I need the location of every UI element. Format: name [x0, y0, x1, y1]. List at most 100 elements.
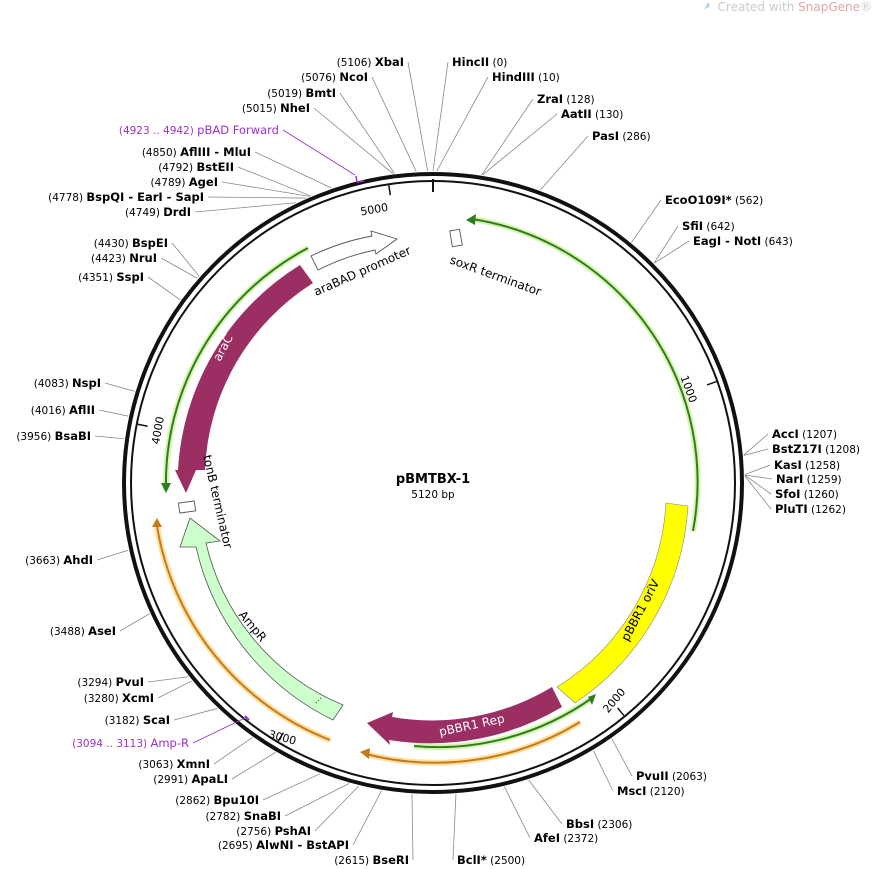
site-label-xmni[interactable]: (3063) XmnI — [138, 757, 210, 771]
primer-label-pbad-forward[interactable]: (4923 .. 4942) pBAD Forward — [119, 123, 279, 137]
site-label-afliii-mlui[interactable]: (4850) AflIII - MluI — [142, 145, 251, 159]
site-name: PvuI — [116, 675, 144, 689]
site-line-xcmi — [157, 680, 193, 699]
site-position: (2695) — [218, 840, 256, 852]
site-position: (128) — [563, 94, 595, 106]
site-label-nrui[interactable]: (4423) NruI — [91, 251, 157, 265]
site-label-aflii[interactable]: (4016) AflII — [31, 403, 95, 417]
site-label-asei[interactable]: (3488) AseI — [50, 624, 116, 638]
site-label-alwni-bstapi[interactable]: (2695) AlwNI - BstAPI — [218, 838, 349, 852]
site-label-pvuii[interactable]: PvuII (2063) — [636, 769, 707, 783]
site-position: (643) — [761, 236, 793, 248]
primer-amp-r-marker — [244, 715, 250, 721]
site-label-bmti[interactable]: (5019) BmtI — [267, 86, 336, 100]
site-label-bseri[interactable]: (2615) BseRI — [334, 853, 409, 867]
feature-ampr[interactable] — [179, 517, 344, 721]
site-label-nspi[interactable]: (4083) NspI — [34, 376, 101, 390]
site-position: (2063) — [669, 771, 707, 783]
site-name: XmnI — [177, 757, 210, 771]
site-position: (3182) — [105, 715, 143, 727]
site-name: HindIII — [492, 70, 535, 84]
site-name: AflIII - MluI — [180, 145, 251, 159]
site-label-sfoi[interactable]: SfoI (1260) — [775, 487, 839, 501]
site-label-xbai[interactable]: (5106) XbaI — [337, 55, 404, 69]
site-line-pvuii — [611, 738, 633, 777]
site-label-drdi[interactable]: (4749) DrdI — [125, 205, 191, 219]
feature-pbbr1-rep[interactable] — [367, 687, 562, 745]
site-label-pvui[interactable]: (3294) PvuI — [77, 675, 144, 689]
site-line-bsteii — [237, 166, 311, 197]
site-label-bspei[interactable]: (4430) BspEI — [94, 236, 168, 250]
site-label-scai[interactable]: (3182) ScaI — [105, 713, 170, 727]
site-label-zrai[interactable]: ZraI (128) — [537, 92, 595, 106]
site-label-ahdi[interactable]: (3663) AhdI — [25, 553, 93, 567]
site-position: (2782) — [205, 811, 243, 823]
feature-pbbr1-oriv[interactable] — [556, 502, 689, 704]
site-label-bbsi[interactable]: BbsI (2306) — [566, 817, 632, 831]
site-name: AflII — [69, 403, 95, 417]
site-line-aflii — [98, 409, 129, 417]
feature-soxr-terminator[interactable] — [449, 228, 463, 248]
site-label-xcmi[interactable]: (3280) XcmI — [84, 691, 154, 705]
site-name: BspQI - EarI - SapI — [86, 190, 204, 204]
site-line-snabi — [284, 783, 350, 817]
site-label-bpu10i[interactable]: (2862) Bpu10I — [175, 793, 259, 807]
site-name: BsaBI — [55, 429, 91, 443]
site-position: (2306) — [594, 819, 632, 831]
site-label-pasi[interactable]: PasI (286) — [592, 129, 651, 143]
label-soxr-terminator: soxR terminator — [448, 253, 543, 299]
site-line-bspqi-eari-sapi — [207, 196, 306, 199]
site-label-nhei[interactable]: (5015) NheI — [242, 101, 310, 115]
site-label-bcli-[interactable]: BclI* (2500) — [457, 853, 525, 867]
bp-tick-3000 — [277, 732, 285, 742]
feature-arabad-promoter[interactable] — [310, 230, 399, 271]
site-position: (10) — [535, 72, 560, 84]
site-position: (1262) — [808, 504, 846, 516]
plasmid-name: pBMTBX-1 — [396, 472, 470, 487]
site-line-sfii — [653, 225, 679, 264]
site-line-nari — [744, 474, 773, 480]
site-label-nari[interactable]: NarI (1259) — [776, 472, 842, 486]
feature-tonb-terminator[interactable] — [177, 500, 197, 514]
site-label-pshai[interactable]: (2756) PshAI — [236, 824, 311, 838]
primer-label-amp-r[interactable]: (3094 .. 3113) Amp-R — [72, 736, 189, 750]
site-name: BseRI — [372, 853, 409, 867]
site-label-sfii[interactable]: SfiI (642) — [682, 219, 735, 233]
site-label-apali[interactable]: (2991) ApaLI — [153, 772, 228, 786]
site-label-bsteii[interactable]: (4792) BstEII — [158, 160, 234, 174]
site-label-msci[interactable]: MscI (2120) — [617, 784, 685, 798]
site-label-eagi-noti[interactable]: EagI - NotI (643) — [693, 234, 793, 248]
site-line-sfoi — [744, 475, 772, 495]
site-leader-lines — [94, 61, 773, 861]
site-name: NcoI — [339, 70, 368, 84]
site-name: Bpu10I — [214, 793, 259, 807]
site-label-kasi[interactable]: KasI (1258) — [774, 458, 840, 472]
site-label-hindiii[interactable]: HindIII (10) — [492, 70, 560, 84]
site-label-pluti[interactable]: PluTI (1262) — [775, 502, 846, 516]
site-name: NheI — [280, 101, 310, 115]
site-position: (2372) — [560, 833, 598, 845]
site-label-hincii[interactable]: HincII (0) — [452, 55, 507, 69]
site-name: AccI — [772, 427, 799, 441]
site-label-bspqi-eari-sapi[interactable]: (4778) BspQI - EarI - SapI — [48, 190, 204, 204]
site-label-ecoo109i-[interactable]: EcoO109I* (562) — [665, 193, 763, 207]
site-line-agei — [221, 181, 310, 197]
site-label-afei[interactable]: AfeI (2372) — [534, 831, 598, 845]
site-label-acci[interactable]: AccI (1207) — [772, 427, 837, 441]
site-line-scai — [173, 708, 218, 721]
site-label-aatii[interactable]: AatII (130) — [561, 107, 623, 121]
orf-arc-bottom-green-arrow-icon — [588, 694, 596, 705]
site-label-bstz17i[interactable]: BstZ17I (1208) — [772, 442, 860, 456]
site-position: (3294) — [77, 677, 115, 689]
orf-arc-bottom-green — [413, 697, 593, 749]
site-label-snabi[interactable]: (2782) SnaBI — [205, 809, 281, 823]
site-name: SfoI — [775, 487, 800, 501]
primer-pbad-forward-marker — [355, 175, 365, 183]
site-position: (4778) — [48, 192, 86, 204]
site-label-ncoi[interactable]: (5076) NcoI — [301, 70, 368, 84]
feature-arac[interactable] — [175, 265, 313, 493]
site-label-agei[interactable]: (4789) AgeI — [151, 175, 218, 189]
site-label-sspi[interactable]: (4351) SspI — [78, 270, 144, 284]
orf-arc-ampr — [156, 525, 331, 741]
site-label-bsabi[interactable]: (3956) BsaBI — [16, 429, 91, 443]
